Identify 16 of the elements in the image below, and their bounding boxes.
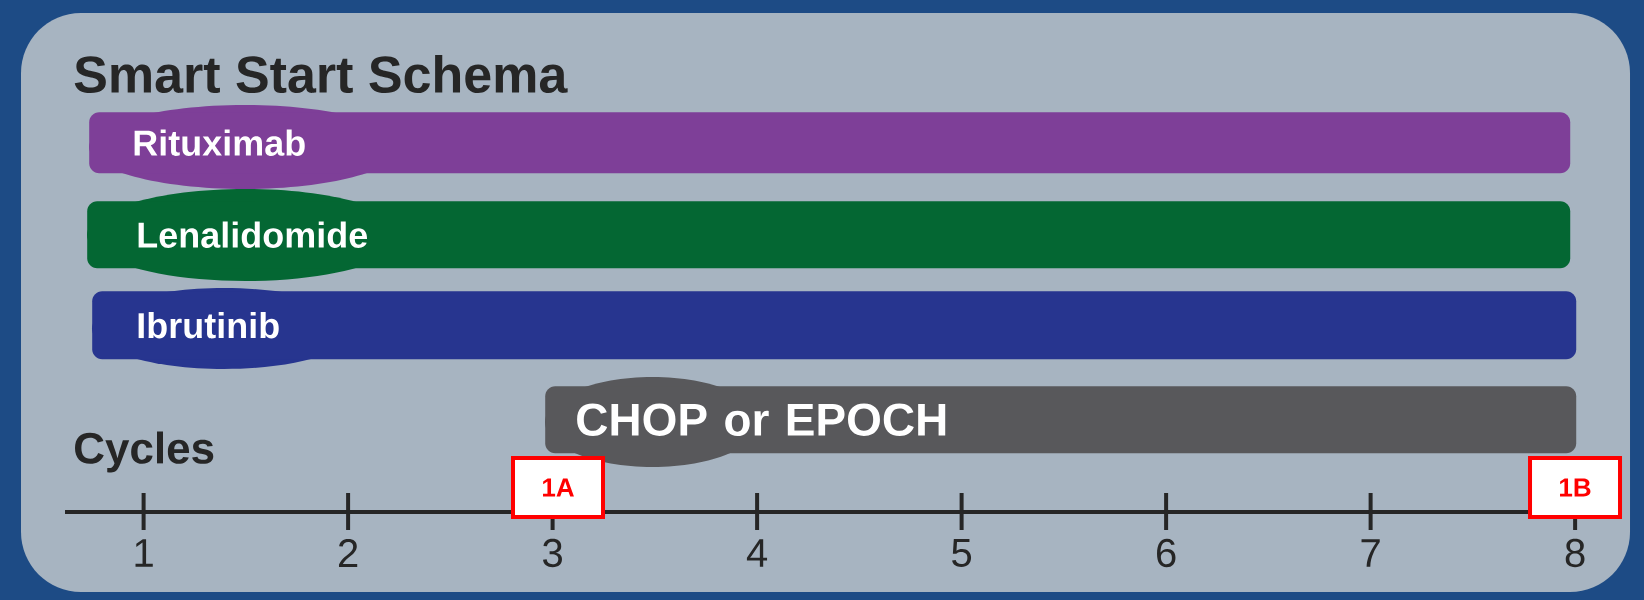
title: Smart Start Schema: [74, 54, 568, 94]
marker-box: 1A: [511, 456, 605, 519]
tick-label: 6: [1157, 538, 1176, 568]
tick-label: 3: [543, 538, 562, 568]
drug-bar: Ibrutinib: [92, 288, 1577, 369]
axis-title: Cycles: [75, 431, 214, 473]
marker-box: 1B: [1528, 456, 1622, 519]
tick-label: 1: [135, 539, 153, 567]
tick-label: 5: [952, 539, 972, 567]
tick-label: 8: [1565, 538, 1585, 568]
tick-label: 7: [1361, 539, 1380, 567]
drug-bar: Rituximab: [89, 105, 1571, 189]
tick-label: 4: [746, 539, 768, 567]
tick-label: 2: [339, 539, 358, 567]
drug-bar: CHOP or EPOCH: [545, 377, 1577, 467]
drug-bar: Lenalidomide: [87, 189, 1571, 281]
